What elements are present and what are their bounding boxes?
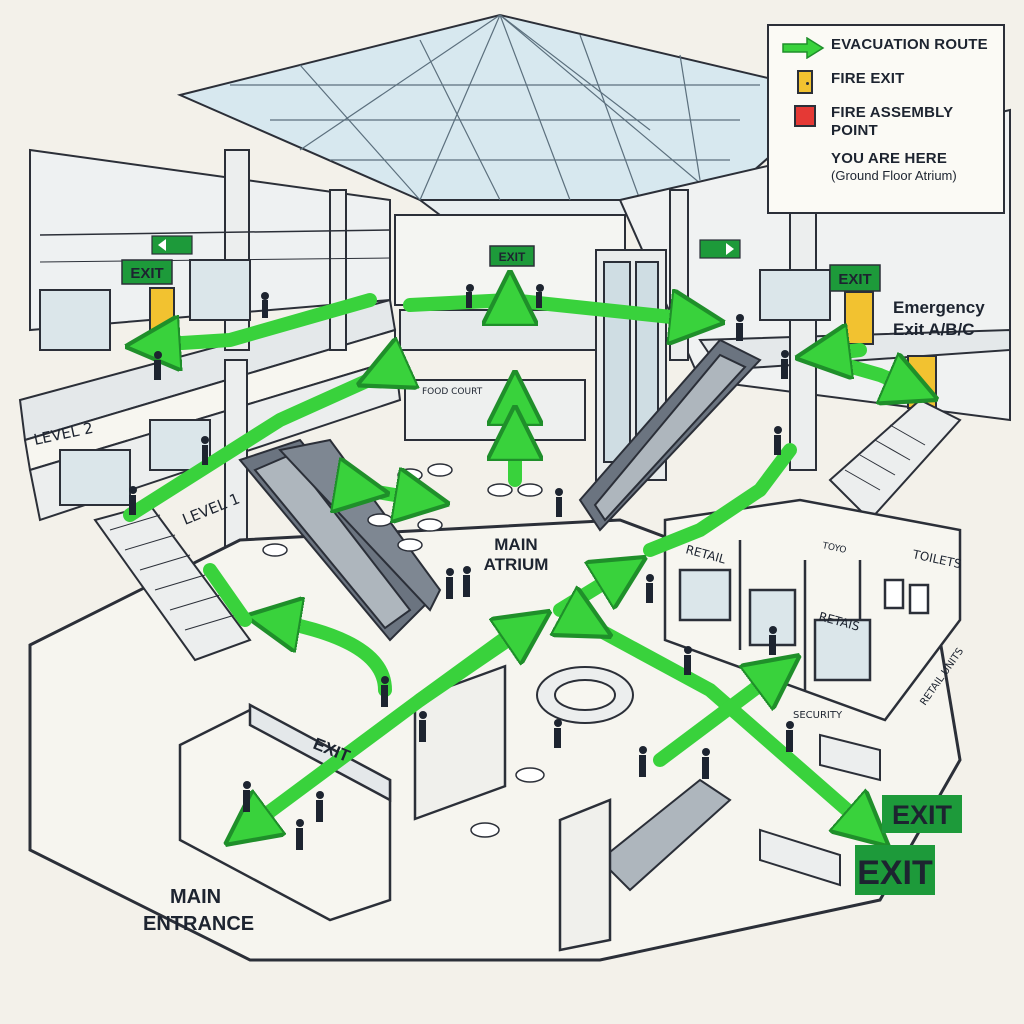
exit-sign-level2-left: EXIT xyxy=(121,259,173,285)
security-desk xyxy=(536,666,634,724)
exit-sign-back: EXIT xyxy=(489,245,535,267)
staircase-right xyxy=(828,398,962,522)
green-arrow-icon xyxy=(782,37,825,59)
route-cross-right xyxy=(590,625,870,830)
running-man-sign-left xyxy=(151,235,193,255)
legend-item-assembly-point: FIRE ASSEMBLY POINT xyxy=(781,104,993,140)
you-are-here-label: YOU ARE HERE xyxy=(831,150,948,167)
legend-label: EVACUATION ROUTE xyxy=(831,36,988,53)
route-right-escalator xyxy=(643,443,797,557)
assembly-point-square-icon xyxy=(794,105,816,127)
exit-sign-big-2: EXIT xyxy=(855,845,935,895)
exit-sign-big-label: EXIT xyxy=(857,854,933,892)
legend-label: FIRE ASSEMBLY POINT xyxy=(831,104,954,139)
route-level2-left xyxy=(150,293,377,345)
people xyxy=(129,284,794,850)
main-atrium-label-1: MAIN xyxy=(494,535,537,554)
exit-sign-big-1: EXIT xyxy=(882,795,962,833)
level-2-structure xyxy=(18,148,397,472)
legend-item-evacuation-route: EVACUATION ROUTE xyxy=(781,36,993,60)
evacuation-routes xyxy=(123,293,915,830)
escalator-right xyxy=(578,338,762,532)
route-right-up xyxy=(820,350,867,355)
route-foodcourt-horiz xyxy=(365,490,425,500)
exit-sign-big-label: EXIT xyxy=(892,800,953,830)
emergency-exit-label-1: Emergency xyxy=(893,298,985,317)
security-label: SECURITY xyxy=(793,710,843,721)
main-entrance-label-2: ENTRANCE xyxy=(143,913,254,935)
food-court-label: FOOD COURT xyxy=(422,387,483,397)
exit-sign-label: EXIT xyxy=(838,271,871,288)
exit-sign-right: EXIT xyxy=(829,264,881,292)
route-center-up xyxy=(413,625,530,707)
map-legend: EVACUATION ROUTE FIRE EXIT FIRE ASSEMBLY… xyxy=(767,24,1005,214)
route-cross-diag xyxy=(653,670,780,767)
glass-skylight-roof xyxy=(176,13,843,216)
main-entrance-label-1: MAIN xyxy=(170,886,221,908)
legend-label: FIRE EXIT xyxy=(831,70,905,87)
fire-exit-door-icon xyxy=(797,70,813,94)
legend-item-you-are-here: YOU ARE HERE (Ground Floor Atrium) xyxy=(781,150,993,183)
emergency-exit-label-2: Exit A/B/C xyxy=(893,320,975,339)
main-atrium-label-2: ATRIUM xyxy=(484,555,549,574)
route-stairs-left xyxy=(203,563,252,627)
exit-sign-label: EXIT xyxy=(130,265,163,282)
running-man-sign-right xyxy=(699,239,741,259)
legend-item-fire-exit: FIRE EXIT xyxy=(781,70,993,94)
route-level1-left xyxy=(123,375,380,522)
you-are-here-note: (Ground Floor Atrium) xyxy=(831,168,957,183)
exit-sign-label: EXIT xyxy=(499,250,526,264)
